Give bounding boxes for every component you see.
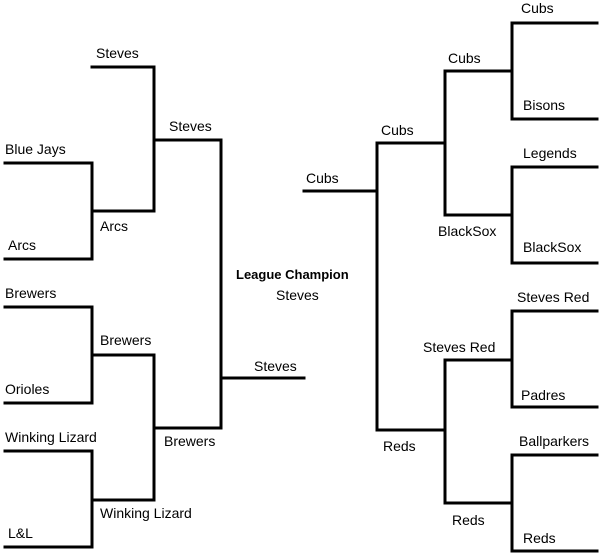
team-label-right-r2: Steves Red: [423, 339, 496, 355]
team-label-right-r3: Cubs: [381, 122, 414, 138]
team-label-right-r2: Reds: [452, 512, 485, 528]
champion-title: League Champion: [236, 267, 349, 282]
bracket-line-left-r3-steves: [152, 138, 223, 430]
bracket-line-left-r2-brewers: [90, 353, 156, 502]
team-label-right-r1: Bisons: [523, 97, 566, 113]
team-label-right-r1: BlackSox: [523, 239, 582, 255]
team-label-left-r3: Brewers: [164, 433, 216, 449]
team-label-left-r1: Winking Lizard: [5, 429, 97, 445]
team-label-right-r2: BlackSox: [438, 223, 497, 239]
team-label-left-r2: Arcs: [100, 218, 128, 234]
team-label-right-r1: Cubs: [521, 0, 554, 16]
bracket-line-right-r1-legends-blacksox: [510, 165, 599, 265]
team-label-left-r1: Blue Jays: [5, 141, 66, 157]
bracket-line-right-r2-stevesred: [443, 358, 514, 432]
team-label-left-r2: Winking Lizard: [100, 505, 192, 521]
team-label-left-r2: Brewers: [100, 332, 152, 348]
bracket-line-right-r3-cubs: [375, 141, 514, 217]
bracket-line-left-r1-lizard-ll: [3, 449, 94, 549]
team-label-right-r3: Reds: [383, 438, 416, 454]
team-label-right-r1: Legends: [523, 145, 577, 161]
bracket-line-right-r1-cubs-bisons: [510, 21, 599, 121]
bracket-line-right-r1-stevesred-padres: [510, 309, 599, 409]
team-label-left-r1: Arcs: [8, 237, 36, 253]
team-label-right-final: Cubs: [306, 170, 339, 186]
team-label-right-r1: Steves Red: [517, 289, 590, 305]
bracket-line-right-r2-reds: [443, 428, 514, 505]
team-label-right-r1: Padres: [521, 387, 566, 403]
team-label-left-r1: L&L: [8, 525, 33, 541]
team-label-left-r3: Steves: [169, 118, 212, 134]
team-label-right-r1: Ballparkers: [519, 433, 590, 449]
team-label-right-r1: Reds: [523, 530, 556, 546]
bracket-line-right-r1-ballparkers-reds: [510, 453, 599, 553]
team-label-left-final: Steves: [254, 358, 297, 374]
bracket-line-left-r1-steves: [90, 65, 156, 213]
team-label-left-r1: Steves: [96, 45, 139, 61]
bracket-line-right-r3: [375, 141, 447, 432]
champion-team: Steves: [276, 287, 319, 303]
team-label-left-r1: Brewers: [5, 285, 57, 301]
team-label-right-r2: Cubs: [448, 50, 481, 66]
team-label-left-r1: Orioles: [5, 381, 50, 397]
